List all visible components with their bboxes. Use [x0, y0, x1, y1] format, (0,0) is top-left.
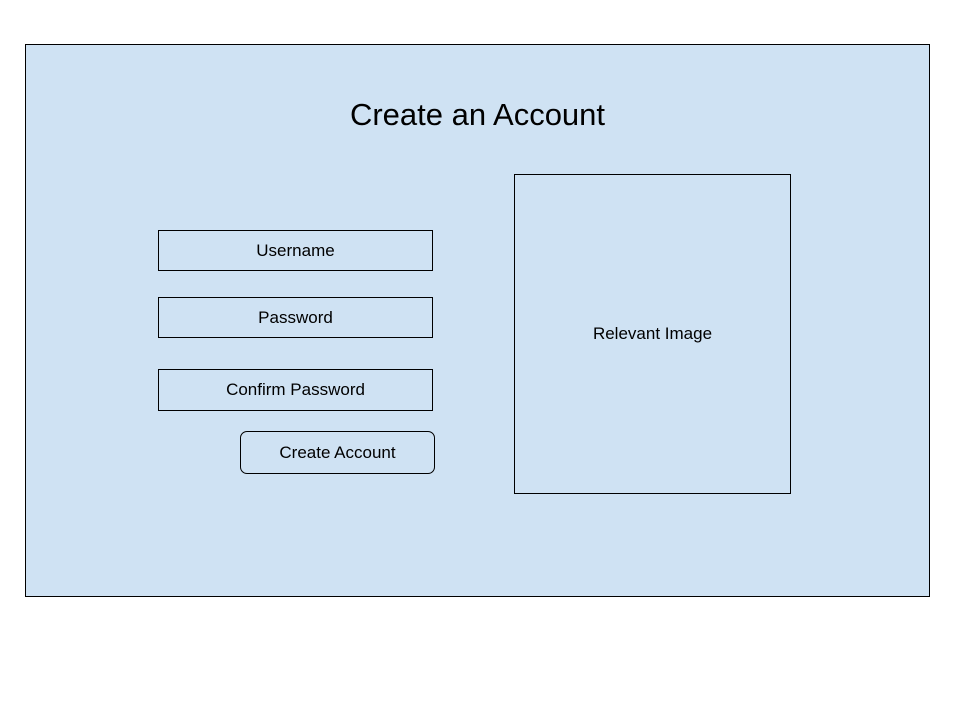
username-field[interactable]: Username	[158, 230, 433, 271]
relevant-image-placeholder: Relevant Image	[514, 174, 791, 494]
page-title: Create an Account	[349, 97, 606, 132]
create-account-button-label: Create Account	[279, 442, 396, 462]
password-field[interactable]: Password	[158, 297, 433, 338]
confirm-password-field[interactable]: Confirm Password	[158, 369, 433, 411]
password-field-label: Password	[258, 307, 333, 327]
create-account-button[interactable]: Create Account	[240, 431, 435, 474]
create-account-panel: Create an Account Username Password Conf…	[25, 44, 930, 597]
username-field-label: Username	[256, 240, 335, 260]
confirm-password-field-label: Confirm Password	[226, 380, 365, 399]
relevant-image-label: Relevant Image	[592, 324, 713, 343]
